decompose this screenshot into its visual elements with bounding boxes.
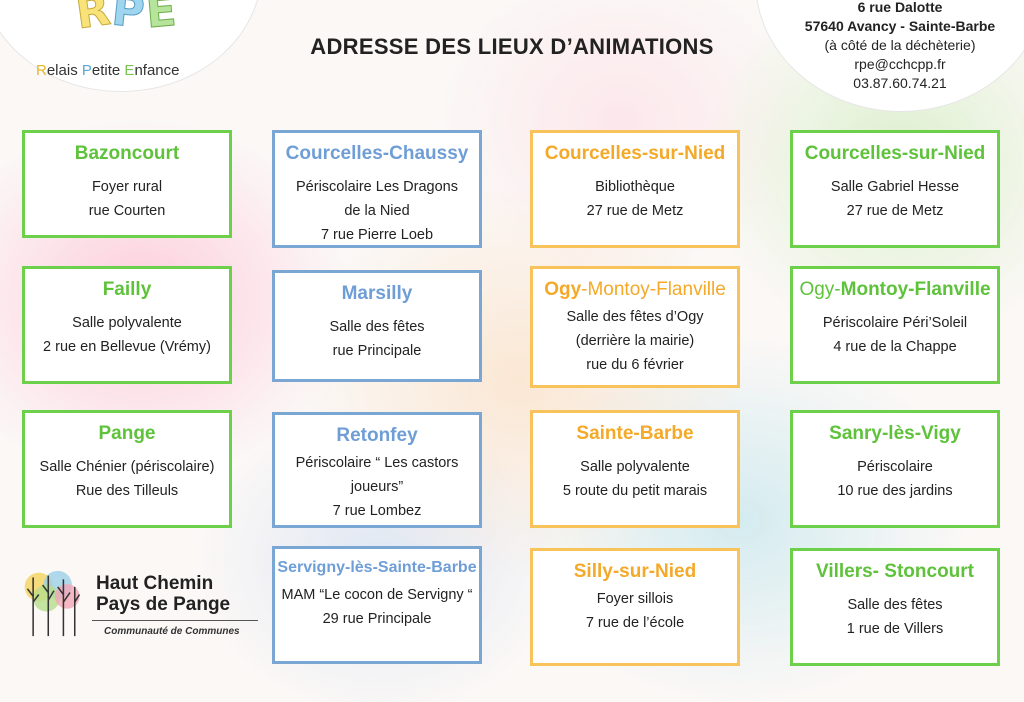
card-line: Foyer sillois: [596, 591, 674, 607]
card-line: joueurs”: [350, 479, 404, 495]
card-line: Salle des fêtes: [329, 319, 425, 335]
card-title: Sainte-Barbe: [576, 423, 694, 444]
contact-phone: 03.87.60.74.21: [853, 75, 947, 91]
card-title: Bazoncourt: [74, 143, 180, 164]
card-line: Salle Chénier (périscolaire): [39, 459, 215, 475]
contact-email[interactable]: rpe@cchcpp.fr: [854, 56, 946, 72]
location-card-sanry-les-vigy: Sanry-lès-Vigy Périscolaire 10 rue des j…: [790, 410, 1000, 528]
card-line: rue Principale: [332, 343, 422, 359]
card-line: Périscolaire: [857, 459, 933, 475]
card-line: 29 rue Principale: [322, 611, 432, 627]
rpe-logo: RPE: [72, 0, 181, 40]
card-line: Périscolaire Les Dragons: [296, 179, 458, 195]
logo-subtitle: Communauté de Communes: [104, 626, 240, 637]
location-card-marsilly: Marsilly Salle des fêtes rue Principale: [272, 270, 482, 382]
card-line: 7 rue Lombez: [332, 503, 422, 519]
card-title: Pange: [98, 423, 156, 444]
trees-icon: [24, 570, 81, 637]
card-line: 7 rue de l’école: [585, 615, 685, 631]
card-line: Foyer rural: [91, 179, 163, 195]
card-line: 7 rue Pierre Loeb: [320, 227, 434, 243]
card-title: Servigny-lès-Sainte-Barbe: [277, 559, 477, 576]
location-card-villers-stoncourt: Villers- Stoncourt Salle des fêtes 1 rue…: [790, 548, 1000, 666]
card-line: 5 route du petit marais: [562, 483, 708, 499]
card-line: Salle Gabriel Hesse: [830, 179, 960, 195]
card-title: Silly-sur-Nied: [573, 561, 697, 582]
location-card-courcelles-sur-nied-salle: Courcelles-sur-Nied Salle Gabriel Hesse …: [790, 130, 1000, 248]
location-card-montoy-flanville: Ogy-Montoy-Flanville Périscolaire Péri’S…: [790, 266, 1000, 384]
card-title: Sanry-lès-Vigy: [829, 423, 961, 444]
card-line: 2 rue en Bellevue (Vrémy): [43, 339, 211, 355]
card-line: 4 rue de la Chappe: [833, 339, 957, 355]
card-line: 27 rue de Metz: [586, 203, 684, 219]
card-title: Retonfey: [336, 425, 418, 446]
card-title: Failly: [102, 279, 152, 300]
card-line: Périscolaire Péri’Soleil: [822, 315, 968, 331]
card-line: Salle polyvalente: [580, 459, 690, 475]
location-card-failly: Failly Salle polyvalente 2 rue en Bellev…: [22, 266, 232, 384]
card-title: Ogy-Montoy-Flanville: [544, 279, 726, 300]
card-line: MAM “Le cocon de Servigny “: [281, 587, 473, 603]
card-line: 1 rue de Villers: [846, 621, 944, 637]
contact-block: 6 rue Dalotte 57640 Avancy - Sainte-Barb…: [760, 0, 1024, 93]
card-line: Salle polyvalente: [72, 315, 182, 331]
location-card-courcelles-sur-nied-bibliotheque: Courcelles-sur-Nied Bibliothèque 27 rue …: [530, 130, 740, 248]
location-card-servigny: Servigny-lès-Sainte-Barbe MAM “Le cocon …: [272, 546, 482, 664]
card-line: rue Courten: [88, 203, 166, 219]
contact-note: (à côté de la déchèterie): [824, 37, 976, 53]
card-line: 27 rue de Metz: [846, 203, 944, 219]
location-card-bazoncourt: Bazoncourt Foyer rural rue Courten: [22, 130, 232, 238]
card-line: Salle des fêtes d’Ogy: [566, 309, 704, 325]
card-title: Villers- Stoncourt: [815, 561, 974, 582]
page-title: ADRESSE DES LIEUX D’ANIMATIONS: [310, 34, 714, 59]
card-title: Ogy-Montoy-Flanville: [799, 279, 991, 300]
card-line: Rue des Tilleuls: [75, 483, 179, 499]
card-title: Courcelles-sur-Nied: [544, 143, 726, 164]
card-title: Courcelles-Chaussy: [285, 143, 469, 164]
location-card-pange: Pange Salle Chénier (périscolaire) Rue d…: [22, 410, 232, 528]
card-line: de la Nied: [344, 203, 410, 219]
card-line: Bibliothèque: [595, 179, 675, 195]
card-line: rue du 6 février: [586, 357, 684, 373]
location-card-sainte-barbe: Sainte-Barbe Salle polyvalente 5 route d…: [530, 410, 740, 528]
card-line: Périscolaire “ Les castors: [295, 455, 459, 471]
location-card-silly-sur-nied: Silly-sur-Nied Foyer sillois 7 rue de l’…: [530, 548, 740, 666]
rpe-tagline: Relais Petite Enfance: [36, 62, 180, 79]
location-card-retonfey: Retonfey Périscolaire “ Les castors joue…: [272, 412, 482, 528]
card-line: 10 rue des jardins: [837, 483, 953, 499]
logo-line: Pays de Pange: [96, 594, 231, 615]
card-line: (derrière la mairie): [575, 333, 695, 349]
location-card-courcelles-chaussy: Courcelles-Chaussy Périscolaire Les Drag…: [272, 130, 482, 248]
logo-line: Haut Chemin: [96, 573, 214, 594]
card-line: Salle des fêtes: [847, 597, 943, 613]
logo-text: Haut Chemin Pays de Pange: [96, 573, 230, 615]
logo-divider: [92, 620, 258, 621]
contact-street: 6 rue Dalotte: [857, 0, 943, 15]
card-title: Courcelles-sur-Nied: [804, 143, 986, 164]
contact-city: 57640 Avancy - Sainte-Barbe: [804, 18, 996, 34]
location-card-ogy: Ogy-Montoy-Flanville Salle des fêtes d’O…: [530, 266, 740, 388]
card-title: Marsilly: [341, 283, 413, 304]
haut-chemin-logo: Haut Chemin Pays de Pange Communauté de …: [18, 568, 258, 648]
